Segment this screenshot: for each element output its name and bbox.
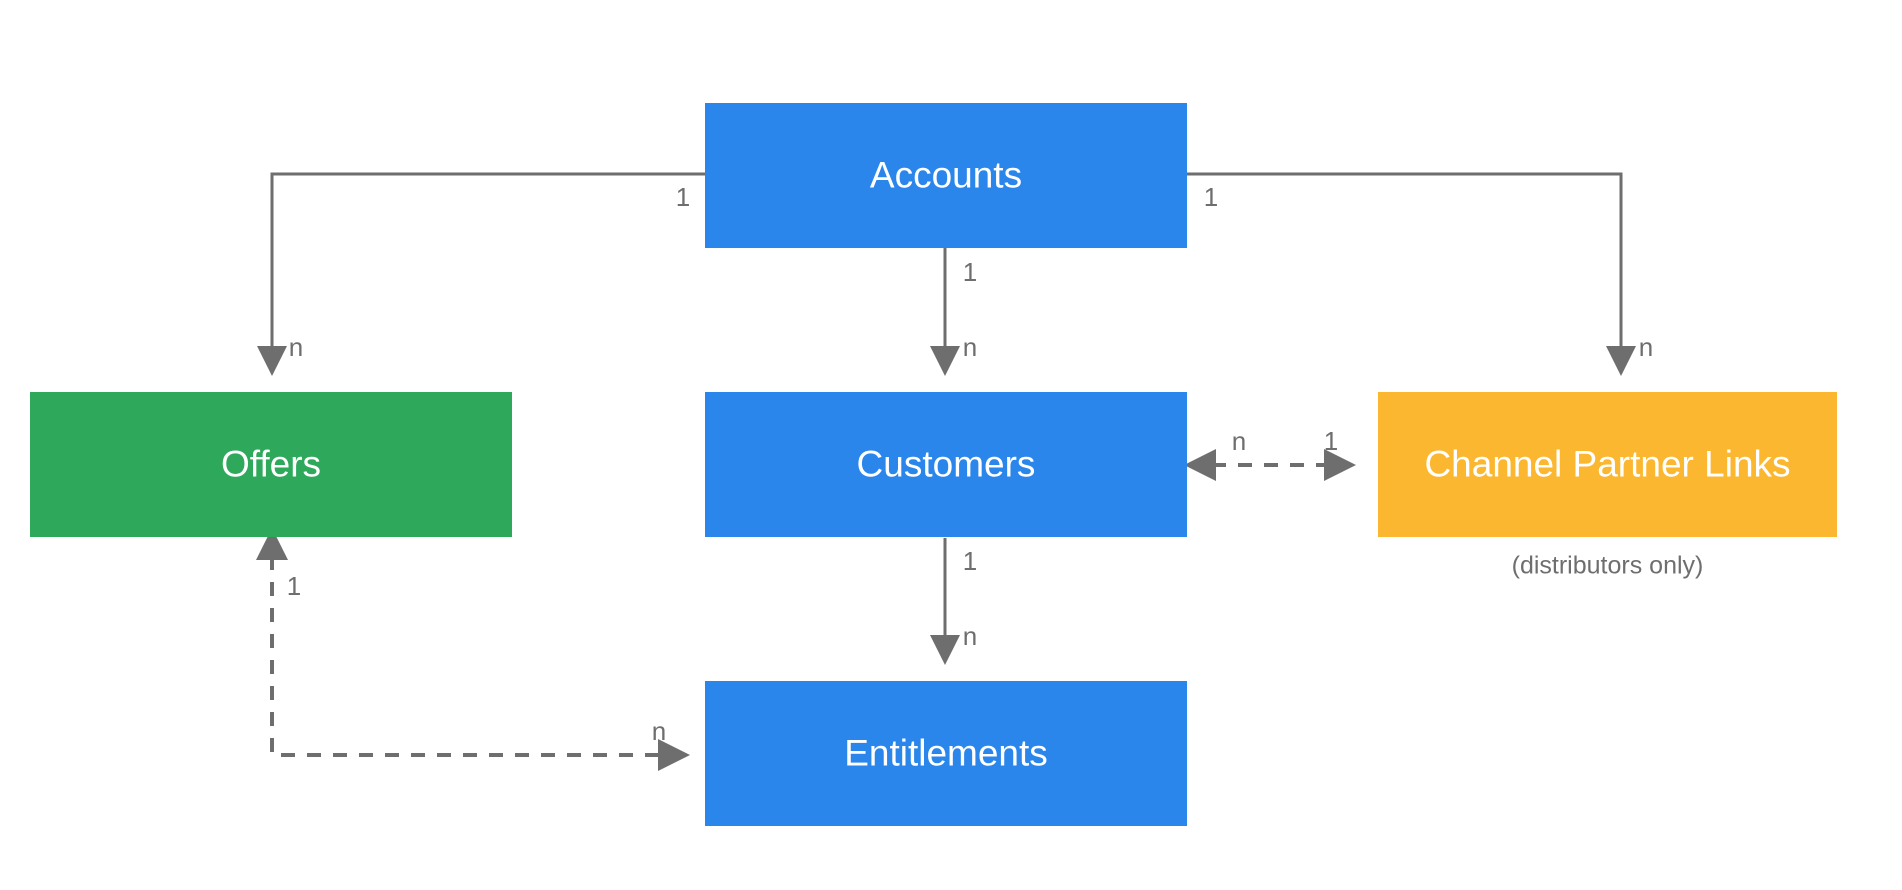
edge-label-customers-entitlements-many: n [963,621,977,651]
node-label-offers: Offers [221,443,321,484]
node-offers[interactable] [30,392,512,537]
edge-label-accounts-channel-partner-links-many: n [1639,332,1653,362]
edge-labels-layer: 1 n 1 n 1 n 1 n n 1 1 n [287,182,1653,746]
node-accounts[interactable] [705,103,1187,248]
edge-accounts-to-offers [257,172,705,376]
edge-accounts-to-channel-partner-links [1187,172,1636,376]
edge-label-accounts-channel-partner-links-one: 1 [1204,182,1218,212]
node-offers-rect[interactable] [30,392,512,537]
edges-layer [256,172,1636,771]
node-labels-layer: Accounts Offers Customers Channel Partne… [221,154,1791,773]
edge-label-customers-channel-partner-links-one: 1 [1324,426,1338,456]
nodes-layer [30,103,1837,826]
node-label-accounts: Accounts [870,154,1022,195]
node-caption-channel-partner-links: (distributors only) [1512,552,1704,580]
edge-label-entitlements-offers-many: n [652,716,666,746]
node-entitlements[interactable] [705,681,1187,826]
node-accounts-rect[interactable] [705,103,1187,248]
edge-label-accounts-offers-many: n [289,332,303,362]
node-entitlements-rect[interactable] [705,681,1187,826]
node-label-channel-partner-links: Channel Partner Links [1424,443,1790,484]
edge-label-customers-channel-partner-links-many: n [1232,426,1246,456]
node-customers[interactable] [705,392,1187,537]
node-channel-partner-links-rect[interactable] [1378,392,1837,537]
edge-label-entitlements-offers-one: 1 [287,571,301,601]
node-label-entitlements: Entitlements [844,732,1048,773]
node-label-customers: Customers [857,443,1036,484]
edge-label-accounts-customers-one: 1 [963,257,977,287]
edge-label-accounts-offers-one: 1 [676,182,690,212]
edge-entitlements-to-offers [256,528,690,771]
node-customers-rect[interactable] [705,392,1187,537]
edge-label-customers-entitlements-one: 1 [963,546,977,576]
edge-label-accounts-customers-many: n [963,332,977,362]
node-channel-partner-links[interactable] [1378,392,1837,537]
